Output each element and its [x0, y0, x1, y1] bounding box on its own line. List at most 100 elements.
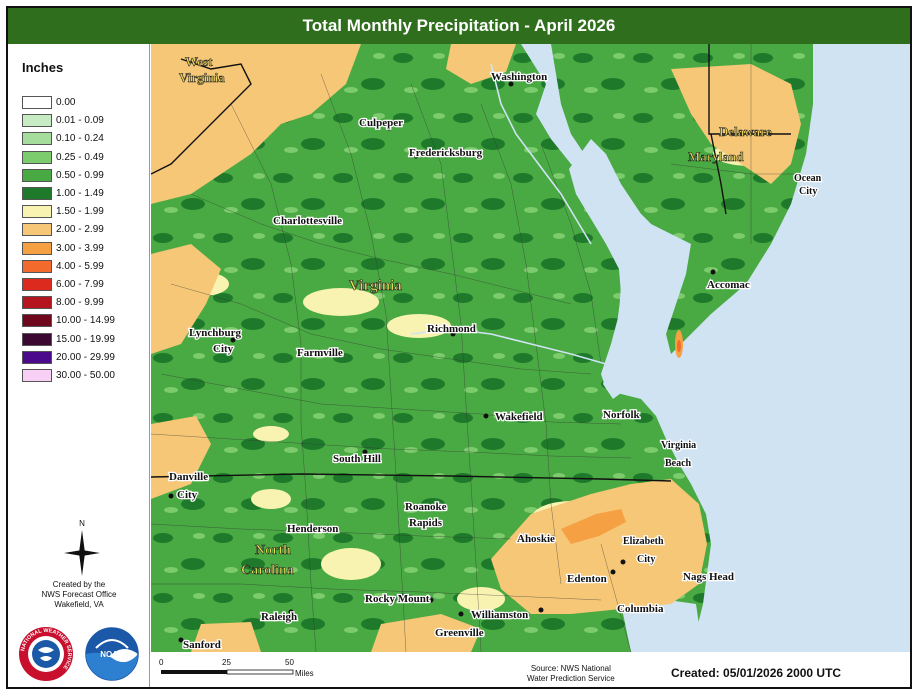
legend-range-label: 0.25 - 0.49 — [56, 151, 104, 163]
city-label-wakefield: Wakefield — [495, 411, 543, 423]
legend-swatch — [22, 259, 52, 273]
legend-swatch — [22, 332, 52, 346]
city-label-raleigh: Raleigh — [261, 611, 297, 623]
legend-range-label: 10.00 - 14.99 — [56, 315, 115, 327]
legend-range-label: 0.01 - 0.09 — [56, 115, 104, 127]
source-line-2: Water Prediction Service — [527, 674, 615, 683]
city-label-roanoke-rapids-1: Roanoke — [405, 501, 447, 513]
legend-swatch — [22, 296, 52, 310]
credit-text: Created by the NWS Forecast Office Wakef… — [12, 580, 146, 610]
legend-swatch — [22, 132, 52, 146]
legend-swatch — [22, 241, 52, 255]
legend-swatch — [22, 350, 52, 364]
scale-tick-25: 25 — [222, 658, 231, 667]
city-label-danville-1: Danville — [169, 471, 208, 483]
city-label-richmond: Richmond — [427, 323, 476, 335]
map-footer: 0 25 50 Miles Source: NWS National Water… — [151, 652, 910, 687]
city-markers — [168, 81, 716, 643]
legend-range-label: 6.00 - 7.99 — [56, 279, 104, 290]
city-label-virginia-beach-2: Beach — [665, 458, 692, 469]
legend-swatch — [22, 278, 52, 291]
city-label-rocky-mount: Rocky Mount — [365, 593, 430, 605]
credit-line-1: Created by the — [52, 580, 106, 589]
city-label-elizabeth-city-2: City — [637, 554, 655, 565]
city-label-sanford: Sanford — [183, 639, 221, 651]
city-label-virginia-beach-1: Virginia — [661, 440, 696, 451]
noaa-logo: NOAA — [85, 627, 139, 681]
state-label-virginia: Virginia — [349, 278, 402, 294]
city-label-lynchburg-1: Lynchburg — [189, 327, 241, 339]
precip-2-00-2-99 — [151, 44, 801, 652]
city-label-ahoskie: Ahoskie — [517, 533, 555, 545]
city-label-culpeper: Culpeper — [359, 117, 403, 129]
legend-range-label: 20.00 - 29.99 — [56, 351, 115, 363]
city-label-roanoke-rapids-2: Rapids — [409, 517, 443, 529]
city-label-norfolk: Norfolk — [603, 409, 641, 421]
rivers — [410, 63, 607, 365]
state-label-west-virginia-1: West — [185, 54, 213, 69]
legend-range-label: 15.00 - 19.99 — [56, 333, 115, 345]
mainland — [151, 44, 711, 652]
state-label-north-carolina-2: Carolina — [241, 563, 294, 578]
scale-unit: Miles — [295, 669, 314, 678]
legend-swatch — [22, 187, 52, 200]
legend-swatch — [22, 205, 52, 219]
north-label: N — [79, 519, 85, 528]
state-label-north-carolina-1: North — [255, 543, 291, 558]
legend-range-label: 1.00 - 1.49 — [56, 188, 104, 199]
city-label-south-hill: South Hill — [333, 453, 381, 465]
city-label-elizabeth-city-1: Elizabeth — [623, 536, 664, 547]
nws-logo: NATIONAL WEATHER SERVICE — [19, 627, 73, 681]
city-label-washington: Washington — [491, 71, 547, 83]
noaa-text: NOAA — [100, 650, 124, 659]
city-label-fredericksburg: Fredericksburg — [409, 147, 483, 159]
legend-range-label: 4.00 - 5.99 — [56, 260, 104, 272]
city-label-columbia: Columbia — [617, 603, 664, 615]
city-label-williamston: Williamston — [471, 609, 528, 621]
city-label-nags-head: Nags Head — [683, 571, 734, 583]
county-lines — [151, 44, 801, 652]
chesapeake-bay — [569, 139, 681, 399]
legend-range-label: 30.00 - 50.00 — [56, 370, 115, 381]
credit-line-3: Wakefield, VA — [54, 600, 104, 609]
legend-swatch — [22, 114, 52, 128]
legend-swatch — [22, 96, 52, 109]
legend-range-label: 1.50 - 1.99 — [56, 206, 104, 218]
scale-bar: 0 25 50 Miles — [159, 658, 314, 678]
city-label-ocean-city-2: City — [799, 186, 817, 197]
legend-range-label: 0.50 - 0.99 — [56, 169, 104, 181]
legend-swatch — [22, 168, 52, 182]
city-label-henderson: Henderson — [287, 523, 338, 535]
precipitation-map: West Virginia Virginia Delaware Maryland… — [151, 44, 910, 652]
created-timestamp: Created: 05/01/2026 2000 UTC — [671, 666, 842, 680]
scale-tick-50: 50 — [285, 658, 294, 667]
legend-title: Inches — [22, 60, 64, 75]
city-label-charlottesville: Charlottesville — [273, 215, 342, 227]
state-label-delaware: Delaware — [719, 124, 772, 139]
city-label-lynchburg-2: City — [213, 343, 234, 355]
city-label-farmville: Farmville — [297, 347, 343, 359]
map-frame: Total Monthly Precipitation - April 2026… — [6, 6, 912, 689]
state-label-west-virginia-2: Virginia — [179, 70, 225, 85]
city-label-danville-2: City — [177, 489, 198, 501]
legend-swatch — [22, 314, 52, 328]
pamlico-sound — [621, 599, 703, 652]
legend-range-label: 2.00 - 2.99 — [56, 224, 104, 236]
north-arrow-icon: N — [64, 519, 100, 576]
legend-swatch — [22, 369, 52, 382]
legend-swatch — [22, 223, 52, 237]
city-label-ocean-city-1: Ocean — [794, 173, 822, 184]
source-text: Source: NWS National Water Prediction Se… — [527, 664, 615, 684]
state-label-maryland: Maryland — [688, 149, 744, 164]
source-line-1: Source: NWS National — [530, 664, 611, 673]
credit-line-2: NWS Forecast Office — [41, 590, 117, 599]
city-label-greenville: Greenville — [435, 627, 484, 639]
legend-swatch — [22, 150, 52, 164]
precip-4-00-5-99 — [677, 340, 681, 352]
legend-range-label: 3.00 - 3.99 — [56, 242, 104, 254]
city-label-edenton: Edenton — [567, 573, 607, 585]
agency-logos: NATIONAL WEATHER SERVICE NOAA — [19, 627, 139, 681]
legend-range-label: 0.10 - 0.24 — [56, 133, 104, 145]
scale-tick-0: 0 — [159, 658, 164, 667]
